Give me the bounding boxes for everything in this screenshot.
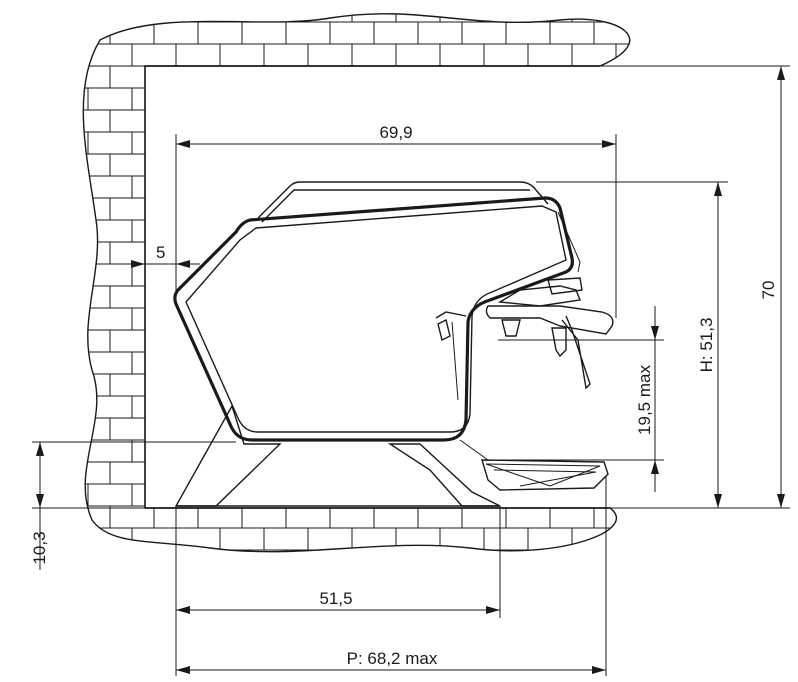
steam-wand: [561, 315, 591, 390]
spout: [501, 319, 521, 337]
dim-wall-gap-label: 5: [156, 243, 165, 262]
dim-wall-gap: 5: [110, 243, 200, 268]
water-tap: [551, 327, 567, 358]
top-rail-inner: [261, 189, 530, 223]
group-top: [547, 277, 583, 295]
drip-tray-grid-2: [493, 469, 597, 487]
side-panel-edge: [557, 211, 581, 273]
dim-foot-height-label: 10,3: [30, 531, 49, 564]
dim-cup-clearance-label: 19,5 max: [635, 365, 654, 435]
dim-room-height: 70: [600, 65, 790, 509]
dim-foot-span-label: 51,5: [319, 589, 352, 608]
wall-outline: [82, 13, 631, 553]
drip-tray: [481, 459, 609, 491]
dim-machine-height: H: 51,3: [536, 181, 728, 508]
top-rail: [257, 181, 549, 219]
dim-overall-width-label: 69,9: [379, 123, 412, 142]
front-leg: [174, 404, 282, 507]
dim-depth: P: 68,2 max: [176, 476, 607, 676]
front-panel: [435, 311, 467, 319]
machine-body: [173, 196, 574, 442]
tray-arm: [459, 439, 489, 461]
dim-foot-span: 51,5: [175, 506, 501, 676]
indicator-icon: [437, 318, 451, 342]
dim-depth-label: P: 68,2 max: [347, 649, 438, 668]
espresso-machine: [173, 181, 614, 507]
machine-body-inner: [185, 205, 567, 433]
dim-cup-clearance: 19,5 max: [484, 306, 664, 492]
dim-foot-height: 10,3: [30, 441, 236, 570]
front-panel-edge: [451, 321, 459, 401]
dim-room-height-label: 70: [759, 281, 778, 300]
portafilter: [485, 305, 614, 335]
dim-overall-width: 69,9: [175, 123, 617, 318]
dim-machine-height-label: H: 51,3: [697, 318, 716, 373]
